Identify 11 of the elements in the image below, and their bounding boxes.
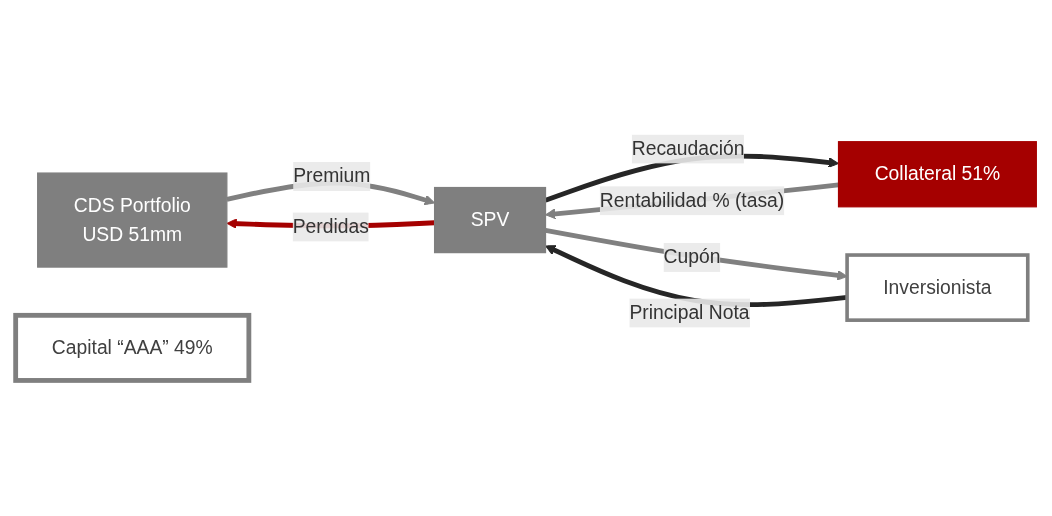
edge-label: Premium	[293, 166, 371, 187]
node-box: Inversionista	[845, 253, 1030, 323]
node-box: Capital “AAA” 49%	[13, 313, 252, 384]
edge-label: Rentabilidad % (tasa)	[599, 190, 785, 211]
node-box: CDS Portfolio USD 51mm	[37, 172, 228, 269]
edge-label: Cupón	[663, 247, 721, 268]
edge-label: Perdidas	[292, 216, 369, 238]
edge-label: Recaudación	[631, 138, 745, 160]
edge-label: Principal Nota	[629, 302, 750, 324]
node-box: SPV	[433, 187, 547, 254]
node-box: Collateral 51%	[837, 141, 1037, 208]
